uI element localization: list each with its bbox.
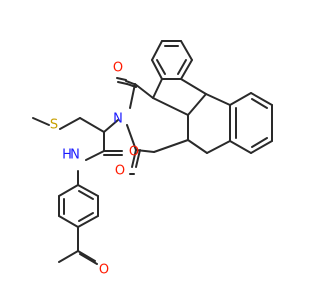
oxygen-atom-label-acetyl: O (99, 263, 109, 278)
oxygen-atom-label-amide: O (129, 145, 139, 160)
para-phenyl-ring (58, 170, 99, 228)
nitrogen-atom-label-amide: N (70, 148, 80, 163)
amide-hydrogen-label: H (62, 148, 72, 163)
oxygen-atom-label-top: O (113, 61, 123, 76)
nitrogen-atom-label-imide: N (113, 112, 123, 127)
right-benzene-ring (229, 92, 273, 154)
chemical-structure-diagram: O N O S O H N O (32, 40, 273, 278)
upper-benzene-ring (151, 40, 193, 80)
bond-lines (32, 40, 273, 265)
acetyl-group (58, 226, 98, 265)
imide-ring (116, 77, 155, 175)
bicyclic-core (152, 78, 231, 154)
side-chain (32, 117, 123, 161)
oxygen-atom-label-mid: O (115, 164, 125, 179)
sulfur-atom-label: S (50, 118, 58, 133)
